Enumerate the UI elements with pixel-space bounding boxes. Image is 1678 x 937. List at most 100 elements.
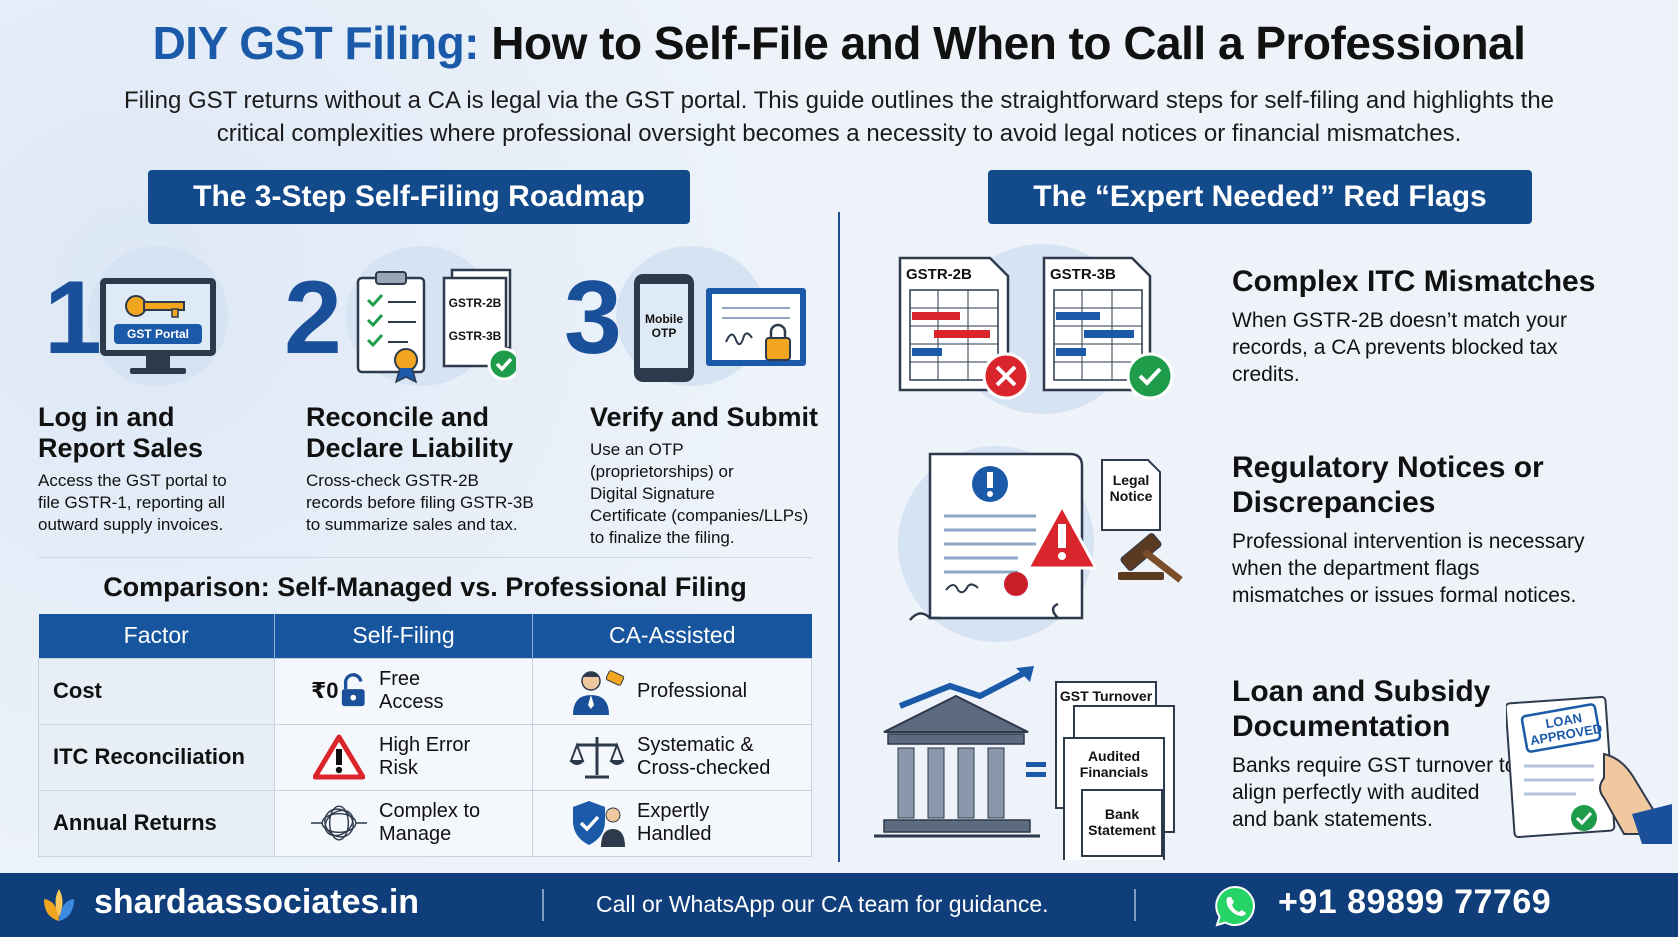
column-header: Factor [38,614,275,658]
ca-text: Professional [637,679,748,702]
gst-portal-label: GST Portal [126,327,189,341]
otp-label-line: OTP [651,326,677,340]
step-desc: Access the GST portal to [38,471,227,490]
step-desc: Certificate (companies/LLPs) [590,506,809,525]
ca-text: Cross-checked [637,757,771,779]
step-desc: to finalize the filing. [590,528,735,547]
intro-line: Filing GST returns without a CA is legal… [123,87,1555,114]
clipboard-icon: GSTR-2B GSTR-3B [356,268,521,386]
notice-gavel-icon: Legal Notice [908,450,1214,634]
monitor-icon: GST Portal [98,276,218,382]
step-desc: to summarize sales and tax. [306,515,518,534]
flag-desc: and bank statements. [1232,808,1433,831]
step-title: Verify and Submit [590,402,819,432]
mobile-otp-label: Mobile OTP [640,312,688,340]
step-3: Verify and Submit Use an OTP (proprietor… [590,402,830,549]
ca-cell: Professional [532,657,812,725]
call-text: Call or WhatsApp our CA team for guidanc… [596,891,1049,917]
doc-label: GSTR-2B [906,266,972,283]
step-desc: (proprietorships) or [590,462,734,481]
section-rule [38,557,812,558]
flag-title: Loan and Subsidy [1232,675,1491,708]
footer-separator [1134,889,1136,921]
doc-label: GST Turnover [1059,688,1153,704]
gstr-compare-icon: GSTR-2B GSTR-3B [898,256,1178,406]
ca-text: Expertly [637,800,710,822]
notice-label-line: Legal [1112,472,1150,488]
flag-desc: mismatches or issues formal notices. [1232,584,1577,607]
step-desc: Cross-check GSTR-2B [306,471,479,490]
doc-label: Audited Financials [1079,748,1149,780]
title-highlight: DIY GST Filing: [152,17,480,69]
leaf-logo-icon [40,887,78,923]
ca-text: Handled [637,823,712,845]
step-title: Report Sales [38,433,204,463]
roadmap-heading: The 3-Step Self-Filing Roadmap [148,170,690,224]
factor-cell: Annual Returns [38,789,275,857]
column-header: CA-Assisted [532,614,812,658]
flag-desc: When GSTR-2B doesn’t match your [1232,309,1567,332]
flag-desc: credits. [1232,363,1300,386]
factor-cell: ITC Reconciliation [38,723,275,791]
ca-text: Systematic & [637,734,754,756]
step-desc: Use an OTP [590,440,684,459]
doc-label: Bank Statement [1088,806,1156,838]
flag-desc: Professional intervention is necessary [1232,530,1585,553]
site-link[interactable]: shardaassociates.in [94,883,420,921]
flag-title: Discrepancies [1232,486,1436,519]
redflag-itc: Complex ITC Mismatches When GSTR-2B does… [1232,264,1652,388]
title-rest: How to Self-File and When to Call a Prof… [491,17,1526,69]
section-divider [838,212,840,862]
step-desc: outward supply invoices. [38,515,224,534]
whatsapp-icon[interactable] [1214,885,1256,927]
flag-title: Regulatory Notices or [1232,451,1544,484]
step-title: Declare Liability [306,433,514,463]
comparison-table: Factor Self-Filing CA-Assisted Cost ₹0 F… [38,614,812,857]
step-title: Log in and [38,402,175,432]
page-title: DIY GST Filing: How to Self-File and Whe… [0,16,1678,70]
self-text: Access [379,691,444,713]
step-number: 1 [44,260,102,376]
loan-approved-icon: LOAN APPROVED [1504,694,1674,844]
doc-label: GSTR-3B [448,329,502,343]
flag-desc: Banks require GST turnover to [1232,754,1517,777]
self-text: High Error [379,734,471,756]
self-text: Manage [379,823,452,845]
step-desc: Digital Signature [590,484,715,503]
footer-separator [542,889,544,921]
column-header: Self-Filing [274,614,533,658]
step-desc: file GSTR-1, reporting all [38,493,226,512]
phone-certificate-icon: Mobile OTP [632,272,810,384]
step-desc: records before filing GSTR-3B [306,493,534,512]
tangle-icon [311,798,367,848]
warning-icon [311,732,367,782]
scales-icon [569,732,625,782]
step-number: 2 [284,260,342,376]
comparison-title: Comparison: Self-Managed vs. Professiona… [103,572,747,602]
flag-title: Documentation [1232,710,1451,743]
flag-title: Complex ITC Mismatches [1232,265,1596,298]
lock-icon: ₹0 [311,666,367,716]
phone-link[interactable]: +91 89899 77769 [1278,883,1552,921]
step-title: Reconcile and [306,402,490,432]
step-number: 3 [564,260,622,376]
self-text: Risk [379,757,418,779]
consultant-icon [569,666,625,716]
bank-documents-icon: GST Turnover Audited Financials Bank Sta… [870,666,1200,863]
flag-desc: records, a CA prevents blocked tax [1232,336,1558,359]
shield-check-icon [569,798,625,848]
legal-notice-label: Legal Notice [1102,472,1160,504]
self-text: Complex to [379,800,481,822]
rupee-zero: ₹0 [311,678,339,703]
footer: shardaassociates.in Call or WhatsApp our… [0,873,1678,937]
